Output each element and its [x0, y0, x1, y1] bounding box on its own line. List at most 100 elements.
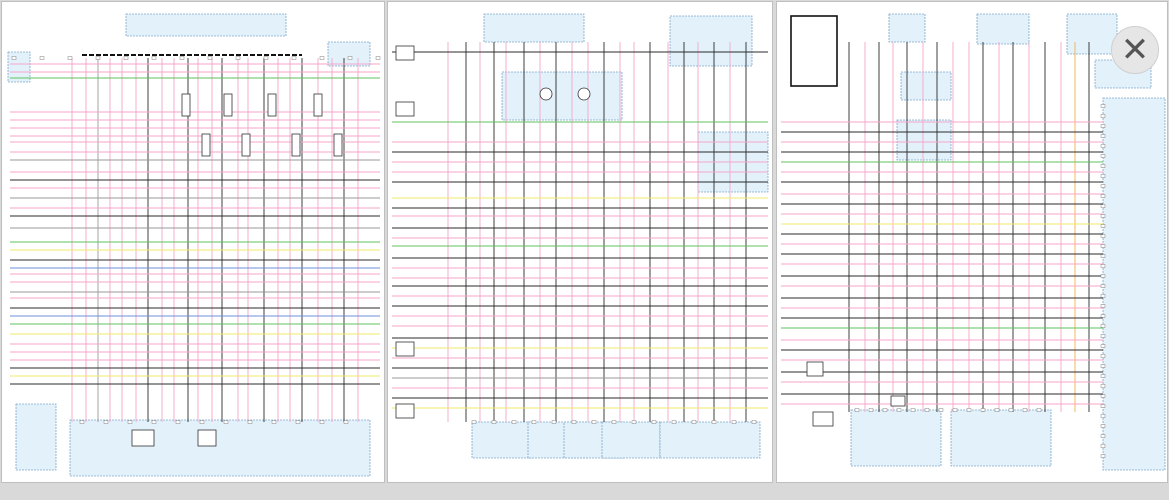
- component-symbol: [267, 93, 277, 117]
- connector-pin: [966, 408, 972, 412]
- bottom-module: [850, 409, 942, 467]
- connector-pin: [1100, 324, 1106, 328]
- component-symbol: [241, 133, 251, 157]
- component-symbol: [333, 133, 343, 157]
- gauge-symbol: [539, 87, 553, 101]
- connector-pin: [1100, 454, 1106, 458]
- connector-pin: [1100, 214, 1106, 218]
- connector-pin: [175, 420, 181, 424]
- connector-pin: [731, 420, 737, 424]
- engine-connector: [790, 15, 838, 87]
- connector-pin: [1100, 134, 1106, 138]
- connector-pin: [591, 420, 597, 424]
- component-symbol: [806, 361, 824, 377]
- connector-pin: [491, 420, 497, 424]
- connector-pin: [95, 56, 101, 60]
- connector-pin: [235, 56, 241, 60]
- component-symbol: [181, 93, 191, 117]
- component-symbol: [395, 101, 415, 117]
- connector-pin: [1100, 334, 1106, 338]
- connector-pin: [263, 56, 269, 60]
- connector-pin: [1100, 434, 1106, 438]
- sheet-1-wiring: [7, 13, 381, 477]
- component-symbol: [395, 45, 415, 61]
- connector-pin: [1022, 408, 1028, 412]
- component-symbol: [812, 411, 834, 427]
- connector-pin: [1100, 224, 1106, 228]
- connector-pin: [151, 56, 157, 60]
- module-box: [896, 119, 952, 161]
- component-symbol: [890, 395, 906, 407]
- connector-pin: [531, 420, 537, 424]
- connector-pin: [1100, 154, 1106, 158]
- instrument-box: [501, 71, 623, 121]
- relay-box: [976, 13, 1030, 45]
- connector-pin: [103, 420, 109, 424]
- sensor-box: [659, 421, 761, 459]
- sensor-box: [471, 421, 533, 459]
- connector-pin: [1100, 424, 1106, 428]
- component-symbol: [131, 429, 155, 447]
- connector-pin: [1100, 294, 1106, 298]
- connector-pin: [1008, 408, 1014, 412]
- sensor-box: [601, 421, 661, 459]
- connector-pin: [1100, 404, 1106, 408]
- connector-pin: [751, 420, 757, 424]
- connector-pin: [631, 420, 637, 424]
- component-symbol: [291, 133, 301, 157]
- connector-pin: [896, 408, 902, 412]
- connector-pin: [1100, 164, 1106, 168]
- connector-pin: [223, 420, 229, 424]
- connector-pin: [199, 420, 205, 424]
- transmission-box: [69, 419, 371, 477]
- connector-pin: [910, 408, 916, 412]
- connector-pin: [123, 56, 129, 60]
- connector-pin: [691, 420, 697, 424]
- diagram-sheet-1: [2, 2, 384, 482]
- connector-pin: [1100, 274, 1106, 278]
- connector-pin: [1100, 284, 1106, 288]
- connector-pin: [1100, 444, 1106, 448]
- component-symbol: [223, 93, 233, 117]
- close-icon: ✕: [1120, 30, 1150, 70]
- note-box: [327, 41, 371, 67]
- sheet-3-wiring: [781, 13, 1166, 471]
- gauge-symbol: [577, 87, 591, 101]
- bottom-module: [950, 409, 1052, 467]
- connector-pin: [319, 56, 325, 60]
- connector-pin: [375, 56, 381, 60]
- connector-pin: [11, 56, 17, 60]
- diagram-sheet-2: [388, 2, 772, 482]
- connector-pin: [571, 420, 577, 424]
- connector-pin: [271, 420, 277, 424]
- connector-pin: [1100, 304, 1106, 308]
- connector-pin: [151, 420, 157, 424]
- connector-pin: [1100, 344, 1106, 348]
- connector-pin: [1100, 234, 1106, 238]
- connector-pin: [471, 420, 477, 424]
- connector-pin: [295, 420, 301, 424]
- component-symbol: [201, 133, 211, 157]
- connector-pin: [127, 420, 133, 424]
- module-box: [900, 71, 952, 101]
- close-button[interactable]: ✕: [1111, 26, 1159, 74]
- connector-pin: [1100, 194, 1106, 198]
- connector-pin: [207, 56, 213, 60]
- component-symbol: [197, 429, 217, 447]
- connector-pin: [980, 408, 986, 412]
- relay-box: [669, 15, 753, 67]
- connector-pin: [1100, 314, 1106, 318]
- header-box: [888, 13, 926, 43]
- connector-pin: [551, 420, 557, 424]
- connector-pin: [291, 56, 297, 60]
- connector-pin: [1100, 124, 1106, 128]
- connector-pin: [1100, 394, 1106, 398]
- connector-pin: [1100, 104, 1106, 108]
- connector-pin: [1100, 374, 1106, 378]
- connector-pin: [1100, 414, 1106, 418]
- connector-pin: [882, 408, 888, 412]
- connector-pin: [67, 56, 73, 60]
- header-box: [125, 13, 287, 37]
- connector-pin: [347, 56, 353, 60]
- connector-pin: [511, 420, 517, 424]
